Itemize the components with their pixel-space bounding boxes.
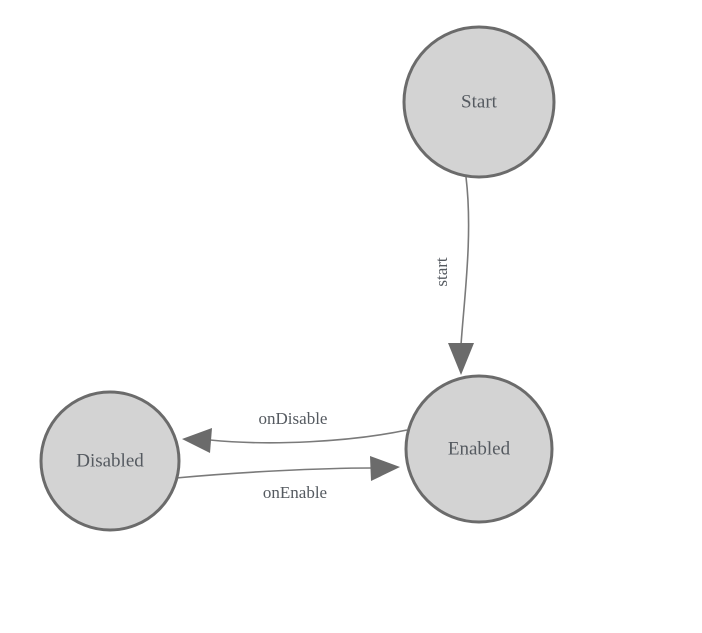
node-disabled-circle[interactable] <box>39 390 181 532</box>
edge-path-ondisable <box>209 429 408 444</box>
edge-label-onenable: onEnable <box>263 483 327 502</box>
node-enabled-label: Enabled <box>448 438 511 459</box>
edge-path-onenable <box>175 467 373 479</box>
node-disabled[interactable]: Disabled <box>39 390 181 532</box>
arrowhead-start <box>448 343 474 375</box>
node-disabled-label: Disabled <box>76 450 144 471</box>
edge-disabled-to-enabled[interactable]: onEnable <box>175 456 400 502</box>
node-start[interactable]: Start <box>402 25 556 179</box>
edge-path-start <box>460 176 470 346</box>
edge-label-ondisable: onDisable <box>259 409 328 428</box>
edge-start-to-enabled[interactable]: start <box>432 176 474 375</box>
node-enabled-circle[interactable] <box>404 374 554 524</box>
node-start-circle[interactable] <box>402 25 556 179</box>
edge-enabled-to-disabled[interactable]: onDisable <box>182 409 408 453</box>
arrowhead-ondisable <box>182 428 212 453</box>
node-start-label: Start <box>461 91 498 112</box>
node-enabled[interactable]: Enabled <box>404 374 554 524</box>
arrowhead-onenable <box>370 456 400 481</box>
edge-label-start: start <box>432 257 451 287</box>
